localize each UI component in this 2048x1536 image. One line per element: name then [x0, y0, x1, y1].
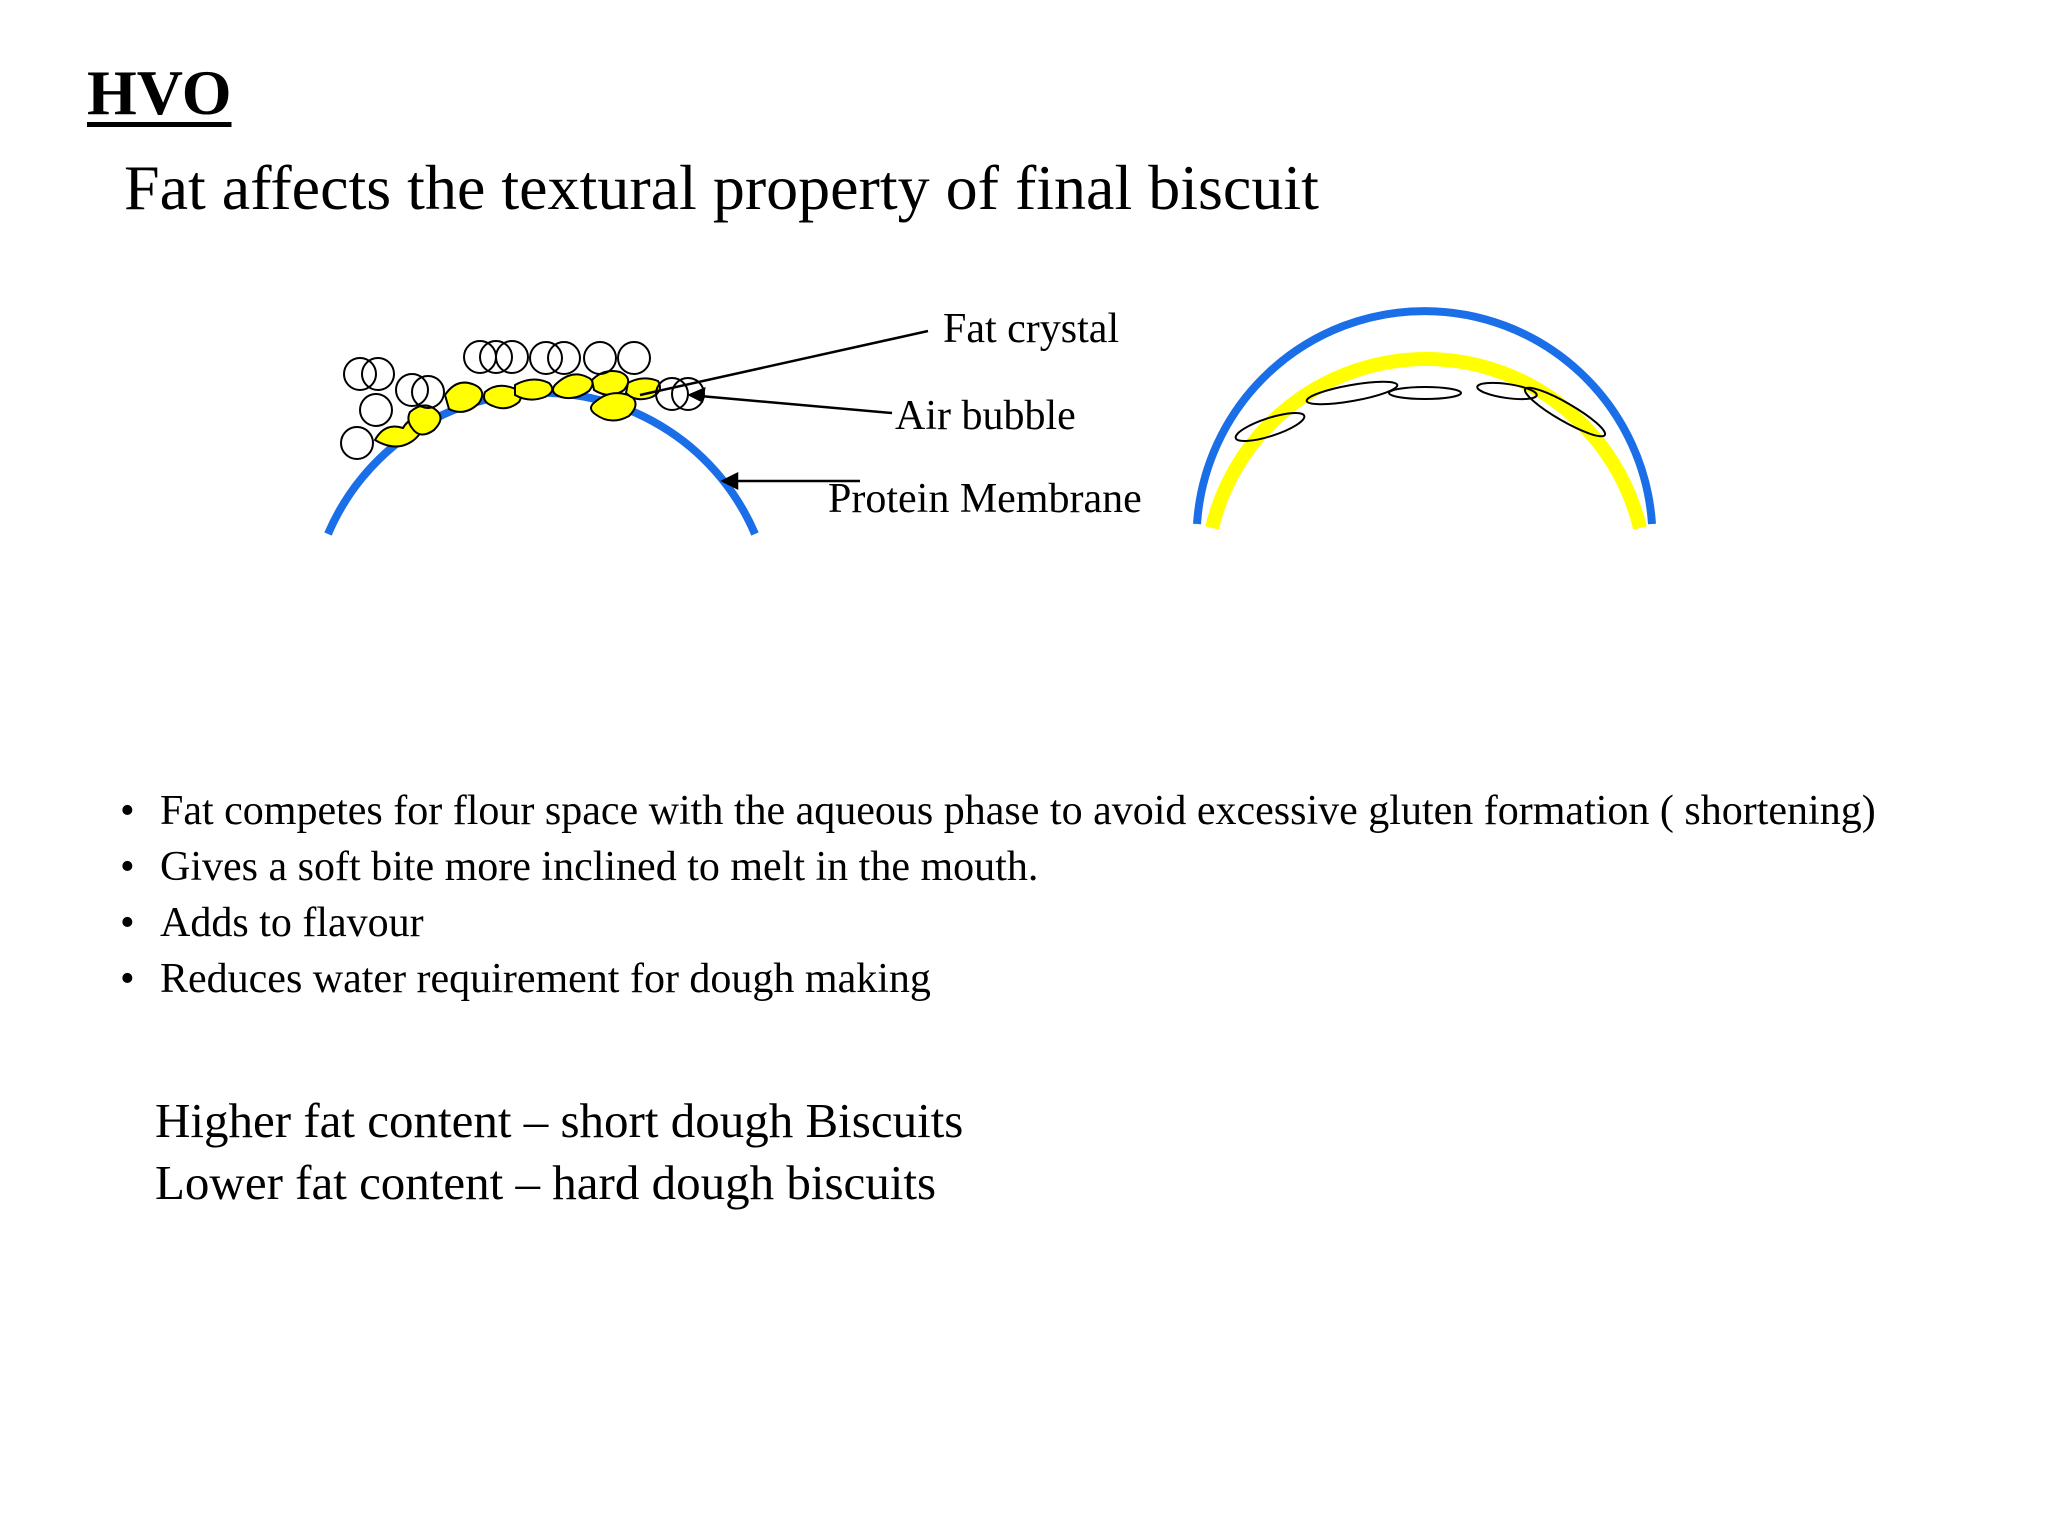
fat-crystal-2	[407, 404, 442, 436]
fat-crystal-label: Fat crystal	[943, 306, 1119, 352]
list-item: • Reduces water requirement for dough mak…	[120, 951, 1876, 1007]
list-item: • Fat competes for flour space with the a…	[120, 783, 1876, 839]
bullet-dot: •	[120, 788, 135, 834]
air-bubbles-group	[340, 340, 705, 460]
air-bubble-arrowhead	[687, 386, 706, 403]
bullet-dot: •	[120, 900, 135, 946]
flat-air-cell-4	[1476, 381, 1538, 401]
bullet-text: Adds to flavour	[160, 900, 424, 946]
bullet-text: Fat competes for flour space with the aq…	[160, 788, 1876, 834]
fat-crystal-9	[624, 377, 661, 401]
list-item: • Gives a soft bite more inclined to melt…	[120, 839, 1876, 895]
fat-structure-diagram: Fat crystal Air bubble Protein Membrane	[324, 306, 1656, 536]
flat-air-cell-3	[1388, 386, 1462, 400]
air-bubble-8	[479, 340, 513, 374]
label-pointers	[639, 329, 929, 491]
fat-crystal-8	[590, 392, 637, 422]
air-bubble-5	[395, 373, 429, 407]
bullet-dot: •	[120, 956, 135, 1002]
air-bubble-4	[340, 426, 374, 460]
air-bubble-14	[655, 377, 689, 411]
air-bubble-13	[617, 341, 651, 375]
slide-heading: HVO	[87, 57, 232, 128]
air-bubble-label: Air bubble	[895, 393, 1076, 439]
air-bubble-2	[361, 357, 395, 391]
fat-crystal-3	[443, 381, 484, 413]
bullet-list: • Fat competes for flour space with the a…	[120, 783, 1876, 1007]
summary-line-lower-fat: Lower fat content – hard dough biscuits	[155, 1155, 937, 1210]
protein-membrane-arc-right	[1193, 307, 1656, 525]
protein-membrane-label: Protein Membrane	[828, 476, 1142, 522]
bullet-text: Reduces water requirement for dough maki…	[160, 956, 931, 1002]
fat-crystals-group	[373, 370, 661, 448]
bullet-text: Gives a soft bite more inclined to melt …	[160, 844, 1039, 890]
fat-content-summary: Higher fat content – short dough Biscuit…	[155, 1090, 963, 1214]
air-bubble-3	[359, 393, 393, 427]
flat-air-cell-5	[1523, 386, 1607, 438]
flat-air-cells-group	[1234, 380, 1607, 443]
summary-line-higher-fat: Higher fat content – short dough Biscuit…	[155, 1093, 964, 1148]
fat-crystal-6	[552, 373, 594, 400]
fat-film-arc-right	[1205, 352, 1647, 530]
air-bubble-1	[343, 357, 377, 391]
list-item: • Adds to flavour	[120, 895, 1876, 951]
flat-air-cell-2	[1305, 380, 1399, 406]
slide-subtitle: Fat affects the textural property of fin…	[124, 152, 1319, 223]
fat-crystal-pointer	[639, 329, 929, 397]
bullet-dot: •	[120, 844, 135, 890]
air-bubble-10	[529, 341, 563, 375]
air-bubble-6	[411, 375, 445, 409]
air-bubble-pointer	[699, 394, 893, 415]
air-bubble-11	[547, 341, 581, 375]
protein-membrane-arrowhead	[720, 471, 739, 491]
fat-crystal-4	[483, 384, 522, 410]
fat-crystal-5	[514, 378, 554, 401]
air-bubble-12	[583, 341, 617, 375]
flat-air-cell-1	[1234, 411, 1306, 443]
air-bubble-9	[495, 340, 529, 374]
